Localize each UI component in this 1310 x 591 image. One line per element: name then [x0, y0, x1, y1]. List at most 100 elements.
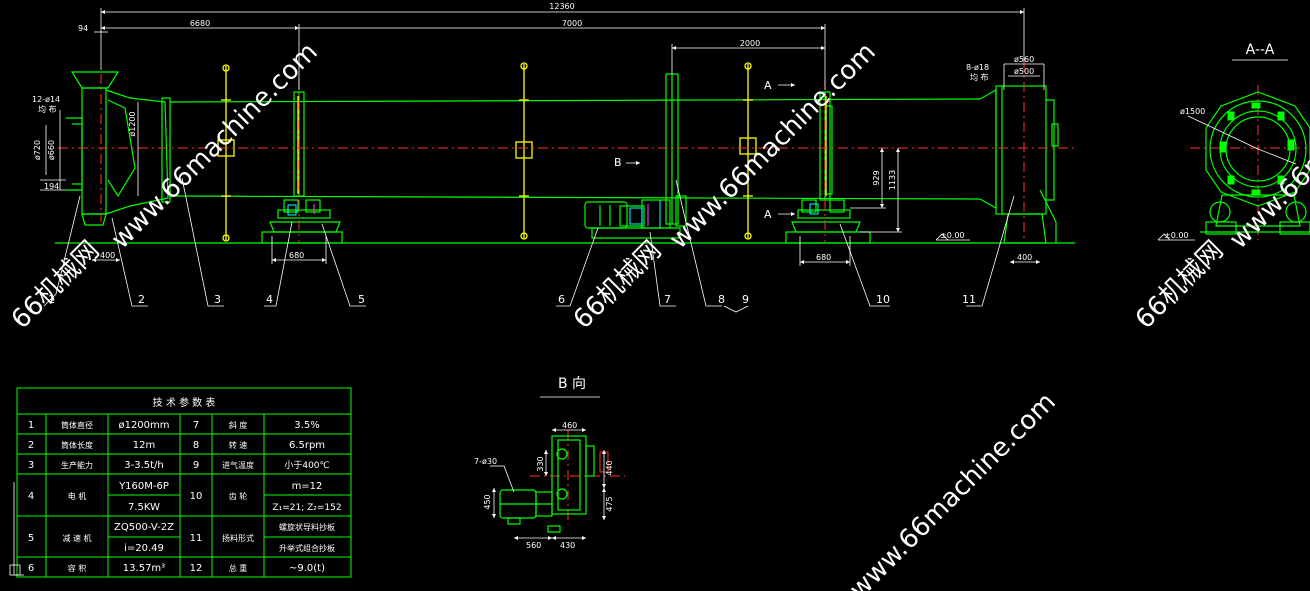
section-mark-a-top: A — [764, 79, 772, 92]
table-cell: 12m — [133, 440, 155, 451]
dim-bolt-left-sub: 均 布 — [38, 104, 57, 114]
dim-400-right: 400 — [1017, 253, 1032, 262]
table-title: 技 术 参 数 表 — [153, 396, 216, 409]
ucs-icon — [9, 482, 24, 576]
dim-6680: 6680 — [190, 19, 210, 28]
table-row: 1 筒体直径 ø1200mm 7 斜 度 3.5% — [28, 420, 320, 431]
view-b: B 向 460 330 4 — [474, 376, 614, 550]
dim-2000: 2000 — [740, 39, 760, 48]
dim-929: 929 — [872, 170, 881, 185]
dim-500: ø500 — [1014, 67, 1034, 76]
dim-1133: 1133 — [888, 170, 897, 190]
section-a-a: A--A — [1187, 42, 1310, 235]
dim-720: ø720 — [33, 140, 42, 160]
table-cell: ø1200mm — [118, 420, 169, 431]
feed-housing — [105, 89, 169, 215]
table-row: 6 容 积 13.57m³ 12 总 重 ~9.0(t) — [28, 563, 325, 574]
part-label: 1 — [48, 293, 55, 306]
girth-gear — [665, 73, 687, 227]
dim-bolt-left: 12-ø14 — [32, 95, 60, 104]
dim-680-right: 680 — [816, 253, 831, 262]
part-label: 10 — [876, 293, 890, 306]
part-label: 2 — [138, 293, 145, 306]
drive-motor — [584, 199, 681, 239]
dim-bolt-right: 8-ø18 — [966, 63, 989, 72]
watermark: www.66machine.com — [844, 387, 1062, 591]
level-main: ±0.00 — [940, 231, 965, 240]
shell-top — [169, 98, 981, 103]
table-cell: 小于400℃ — [284, 460, 329, 471]
dim-560: ø560 — [1014, 55, 1034, 64]
table-cell: 4 — [28, 491, 34, 502]
part-labels: 1 2 3 4 5 6 7 8 9 10 11 — [48, 293, 976, 306]
table-cell: 10 — [190, 491, 203, 502]
dim-194: 194 — [44, 182, 59, 191]
watermarks: www.66machine.com www.66machine.com www.… — [6, 37, 1310, 591]
table-cell: 筒体直径 — [61, 420, 93, 430]
dim-bolt-right-sub: 均 布 — [970, 72, 989, 82]
section-mark-b: B — [614, 156, 622, 169]
level-section: ±0.00 — [1164, 231, 1189, 240]
table-cell: Z₁=21; Z₂=152 — [272, 503, 341, 513]
part-label: 7 — [664, 293, 671, 306]
section-title: A--A — [1246, 42, 1275, 58]
view-b-460: 460 — [562, 421, 577, 430]
table-cell: ~9.0(t) — [289, 563, 325, 574]
table-cell: 13.57m³ — [123, 563, 165, 574]
gearbox-body — [551, 435, 587, 515]
dim-660: ø660 — [47, 140, 56, 160]
drive-details — [287, 200, 819, 228]
table-cell: 扬料形式 — [222, 533, 254, 543]
shell-bottom — [169, 195, 981, 200]
view-b-bolt: 7-ø30 — [474, 457, 497, 466]
view-b-title: B 向 — [558, 376, 586, 392]
feed-chute — [81, 87, 107, 215]
leader-lines — [43, 177, 1015, 313]
feed-hopper — [70, 71, 120, 89]
table-cell: 筒体长度 — [61, 440, 93, 450]
dim-left-offset: 94 — [78, 24, 88, 33]
discharge-housing — [995, 85, 1047, 215]
table-cell: 6.5rpm — [289, 440, 325, 451]
view-b-440: 440 — [605, 460, 614, 475]
watermark: 66机械网 — [1130, 235, 1230, 335]
view-b-450: 450 — [483, 494, 492, 509]
dim-7000: 7000 — [562, 19, 582, 28]
support-station-1 — [261, 199, 343, 244]
table-cell: 3.5% — [294, 420, 319, 431]
view-b-430: 430 — [560, 541, 575, 550]
table-cell: 升举式组合抄板 — [279, 543, 335, 553]
view-b-475: 475 — [605, 496, 614, 511]
view-b-560: 560 — [526, 541, 541, 550]
dim-680-left: 680 — [289, 251, 304, 260]
table-row: 2 筒体长度 12m 8 转 速 6.5rpm — [28, 440, 325, 451]
dim-1200: ø1200 — [128, 111, 137, 136]
watermark: 66机械网 — [6, 235, 106, 335]
table-cell: 减 速 机 — [62, 533, 91, 543]
table-row: 4 电 机 Y160M-6P 7.5KW 10 齿 轮 m=12 Z₁=21; … — [28, 481, 342, 513]
table-cell: 螺旋状导料抄板 — [279, 522, 335, 532]
table-cell: i=20.49 — [124, 543, 164, 554]
section-outer-ring — [1205, 91, 1310, 207]
part-label: 3 — [214, 293, 221, 306]
part-label: 6 — [558, 293, 565, 306]
dimension-text: 12360 94 6680 7000 2000 12-ø14 均 布 ø720 … — [32, 2, 1205, 262]
lifters — [217, 62, 827, 242]
part-label: 5 — [358, 293, 365, 306]
table-cell: 生产能力 — [61, 460, 93, 470]
dim-400-left: 400 — [100, 251, 115, 260]
table-cell: 容 积 — [68, 563, 87, 573]
table-cell: 12 — [190, 563, 203, 574]
table-row: 3 生产能力 3-3.5t/h 9 进气温度 小于400℃ — [28, 460, 330, 471]
view-b-330: 330 — [536, 456, 545, 471]
table-cell: 6 — [28, 563, 34, 574]
table-cell: Y160M-6P — [118, 481, 169, 492]
section-mark-a-bottom: A — [764, 208, 772, 221]
part-label: 11 — [962, 293, 976, 306]
table-cell: 11 — [190, 533, 203, 544]
dim-1500: ø1500 — [1180, 107, 1205, 116]
table-cell: ZQ500-V-2Z — [114, 522, 174, 533]
tech-table: 技 术 参 数 表 1 筒体直径 ø1200mm 7 斜 度 3.5% 2 筒体… — [16, 387, 352, 578]
table-cell: 斜 度 — [229, 420, 248, 430]
